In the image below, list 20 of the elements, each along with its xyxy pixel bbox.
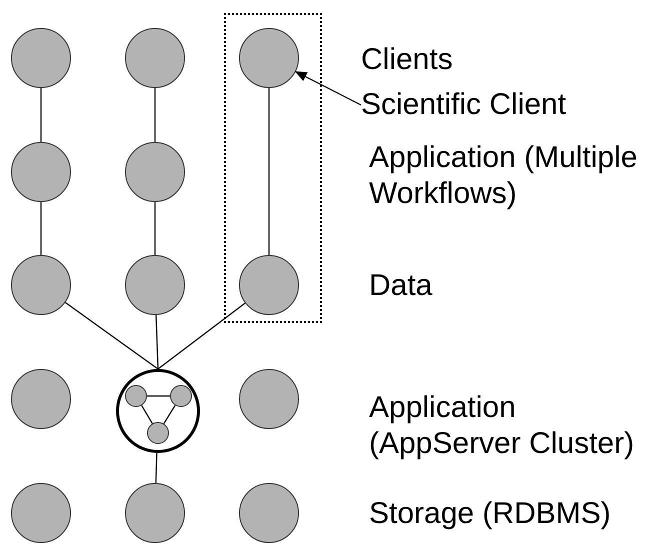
layer-label: Data — [369, 268, 434, 304]
connector-line — [40, 88, 42, 142]
layer-label: Storage (RDBMS) — [369, 496, 612, 532]
connector-line — [155, 452, 158, 484]
connector-line — [158, 302, 246, 370]
callout-text: Scientific Client — [361, 87, 568, 123]
leader-arrow — [294, 71, 362, 106]
dotted-group-box — [224, 13, 322, 323]
layer-label: Application (Multiple Workflows) — [369, 140, 638, 212]
connector-line — [154, 88, 156, 142]
connector-line — [268, 88, 270, 255]
connector-line — [163, 405, 176, 424]
connector-line — [40, 202, 42, 255]
connector-line — [65, 302, 158, 370]
layer-label: Clients — [361, 42, 454, 78]
connector-line — [141, 405, 153, 424]
connector-line — [147, 395, 170, 397]
connector-line — [155, 314, 159, 370]
connector-line — [154, 202, 156, 255]
layer-label: Application (AppServer Cluster) — [369, 390, 636, 462]
